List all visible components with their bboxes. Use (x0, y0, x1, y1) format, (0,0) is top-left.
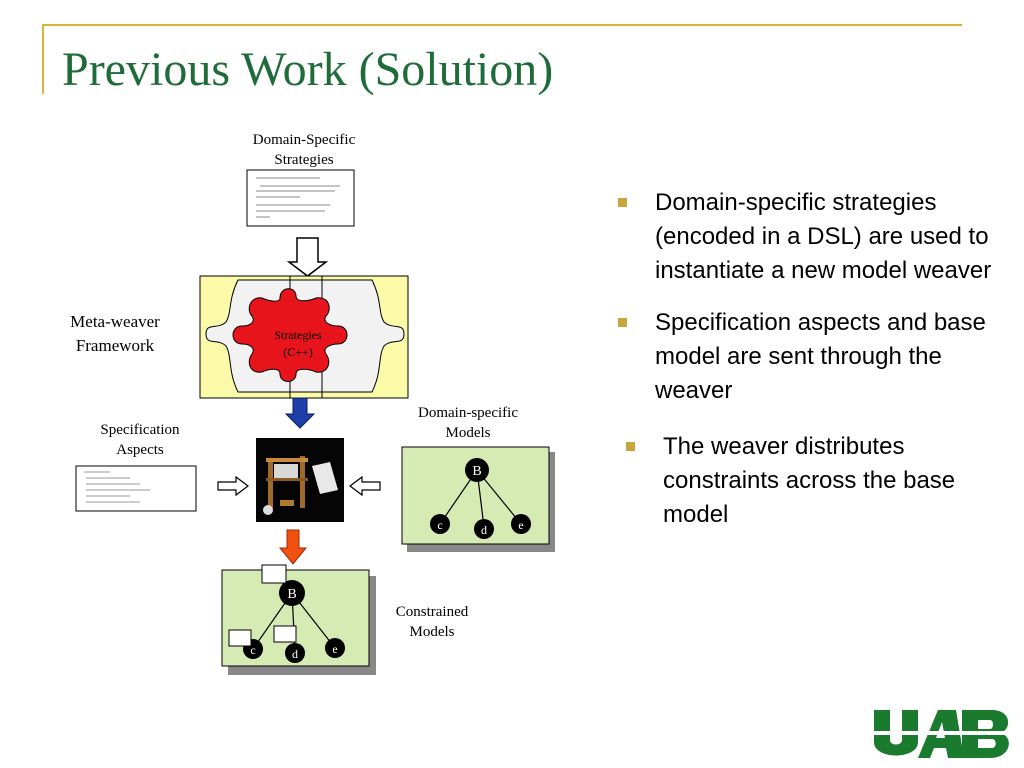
bullet-square-icon (618, 318, 627, 327)
constrained-node-c: c (250, 643, 255, 657)
bullet-text-1: Domain-specific strategies (encoded in a… (655, 189, 992, 284)
domain-models-label-line1: Domain-specific (418, 405, 518, 421)
strategies-label: Domain-Specific Strategies (244, 130, 364, 170)
strategies-label-line2: Strategies (274, 152, 334, 168)
constrained-node-d: d (292, 647, 298, 661)
domain-models-label: Domain-specific Models (408, 403, 528, 443)
bullet-text-2: Specification aspects and base model are… (655, 309, 986, 404)
tree-node-c: c (437, 518, 442, 532)
metaweaver-label: Meta-weaver Framework (55, 310, 175, 358)
puzzle-center-line2: (C++) (283, 345, 313, 359)
metaweaver-label-line2: Framework (75, 336, 155, 355)
strategies-document (246, 169, 355, 227)
hollow-down-arrow (286, 237, 329, 277)
hollow-right-arrow (217, 475, 249, 497)
domain-models-panel (401, 446, 555, 552)
constrained-label-line1: Constrained (395, 604, 469, 620)
bullet-square-icon (618, 198, 627, 207)
domain-models-label-line2: Models (445, 425, 491, 441)
orange-down-arrow (278, 529, 308, 565)
loom-image-icon (256, 438, 344, 522)
bullet-item: Specification aspects and base model are… (618, 306, 1008, 408)
metaweaver-label-line1: Meta-weaver (70, 312, 160, 331)
spec-aspects-label: Specification Aspects (80, 420, 200, 460)
constrained-models-panel (221, 564, 376, 675)
top-frame-line (42, 24, 962, 26)
bullet-text-3: The weaver distributes constraints acros… (663, 433, 956, 528)
tree-node-d: d (481, 523, 487, 537)
puzzle-center-line1: Strategies (274, 328, 322, 342)
bullet-item: The weaver distributes constraints acros… (626, 430, 1008, 532)
left-frame-line (42, 24, 44, 94)
tree-node-root: B (472, 464, 481, 479)
constrained-node-e: e (332, 642, 337, 656)
bullet-item: Domain-specific strategies (encoded in a… (618, 186, 1008, 288)
constrained-node-root: B (287, 587, 296, 602)
bullet-square-icon (626, 442, 635, 451)
slide-title: Previous Work (Solution) (62, 43, 554, 96)
puzzle-framework (199, 275, 409, 399)
spec-aspects-document (75, 465, 197, 512)
constrained-label: Constrained Models (372, 602, 492, 642)
spec-aspects-label-line2: Aspects (116, 442, 164, 458)
blue-down-arrow (284, 397, 316, 429)
strategies-label-line1: Domain-Specific (252, 132, 356, 148)
hollow-left-arrow (349, 475, 381, 497)
constrained-label-line2: Models (409, 624, 455, 640)
spec-aspects-label-line1: Specification (100, 422, 180, 438)
bullet-list: Domain-specific strategies (encoded in a… (618, 186, 1008, 550)
uab-logo-icon (872, 710, 1014, 758)
tree-node-e: e (518, 518, 523, 532)
